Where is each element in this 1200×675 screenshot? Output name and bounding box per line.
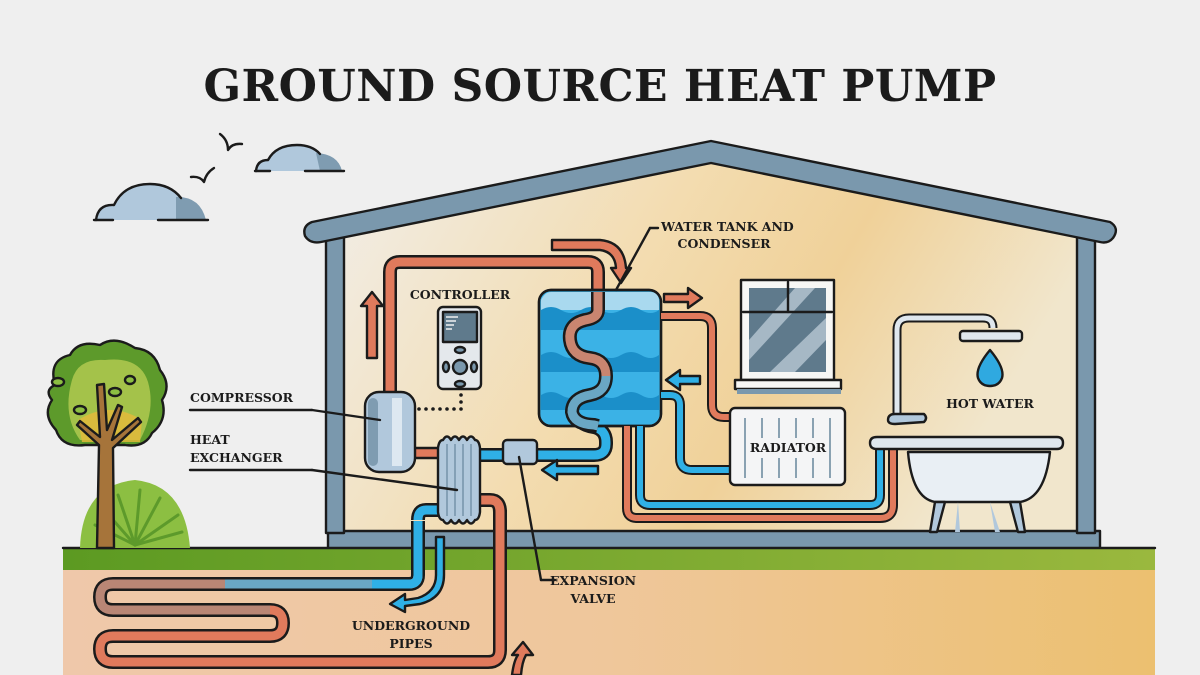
bird-icon — [189, 166, 216, 184]
house-wall-right — [1075, 231, 1097, 535]
shower-icon — [886, 313, 1024, 426]
label-underground-pipes-2: PIPES — [389, 636, 432, 651]
label-expansion-valve-2: VALVE — [570, 591, 616, 606]
leader-line — [517, 455, 543, 582]
flow-arrow-icon — [550, 238, 633, 285]
controller-icon — [417, 305, 483, 411]
flow-arrow-icon — [664, 368, 702, 392]
label-underground-pipes-1: UNDERGROUND — [352, 618, 470, 633]
heat-exchanger-icon — [436, 435, 482, 525]
flow-arrow-icon — [662, 286, 704, 310]
heating-pipes — [622, 311, 898, 523]
label-water-tank-2: CONDENSER — [678, 236, 772, 251]
label-hot-water: HOT WATER — [946, 396, 1034, 411]
tree-icon — [46, 339, 168, 550]
radiator-icon — [728, 406, 847, 487]
label-compressor: COMPRESSOR — [190, 390, 294, 405]
underground-pipes — [93, 510, 507, 669]
water-tank — [537, 288, 663, 433]
window-icon — [733, 278, 843, 394]
label-expansion-valve-1: EXPANSION — [550, 573, 636, 588]
page-title: GROUND SOURCE HEAT PUMP — [203, 61, 996, 112]
bathtub-icon — [868, 435, 1065, 534]
compressor-icon — [363, 390, 417, 474]
flow-arrow-icon — [359, 290, 385, 360]
flow-arrow-icon — [388, 535, 446, 614]
water-drop-icon — [976, 348, 1004, 388]
flow-arrow-icon — [510, 640, 535, 675]
house-roof — [303, 139, 1118, 244]
house-wall-left — [324, 231, 346, 535]
label-water-tank-1: WATER TANK AND — [660, 219, 794, 234]
flow-arrow-icon — [540, 458, 600, 482]
leader-line — [614, 226, 652, 292]
label-heat-exchanger-1: HEAT — [190, 432, 230, 447]
grass-strip — [63, 548, 1155, 570]
label-heat-exchanger-2: EXCHANGER — [190, 450, 283, 465]
cloud-icon — [253, 143, 346, 173]
cloud-icon — [92, 182, 210, 222]
bird-icon — [218, 132, 244, 152]
label-controller: CONTROLLER — [410, 287, 511, 302]
label-radiator: RADIATOR — [750, 440, 827, 455]
